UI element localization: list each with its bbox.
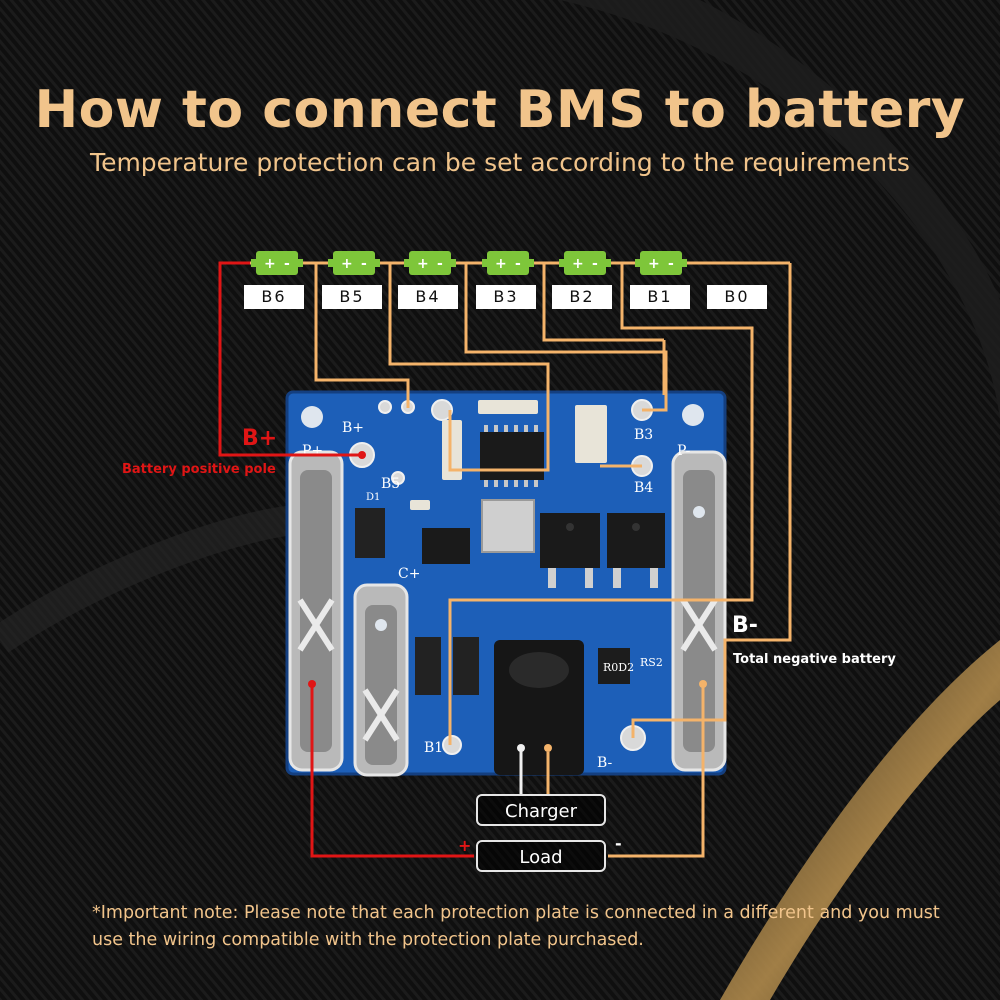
silkscreen-b3: B3	[634, 427, 653, 443]
cell-minus-terminal: -	[361, 256, 367, 272]
battery-cells: +-+-+-+-+-+-	[251, 251, 687, 275]
positive-wires	[218, 261, 474, 858]
silkscreen-b4: B4	[634, 480, 653, 496]
cell-plus-terminal: +	[572, 256, 584, 272]
silkscreen-rs2: RS2	[640, 656, 663, 669]
cell-label-b3: B3	[476, 285, 536, 309]
cell-label-b2: B2	[552, 285, 612, 309]
cell-minus-terminal: -	[515, 256, 521, 272]
battery-cell: +-	[559, 251, 611, 275]
bms-pcb: B+ P+ B5 B3 B4 P- C+ B1 B- R0D2 RS2 D1	[285, 390, 727, 777]
terminal-tab-right	[671, 450, 727, 772]
cell-plus-terminal: +	[341, 256, 353, 272]
cell-label-b4: B4	[398, 285, 458, 309]
battery-positive-label: Battery positive pole	[122, 462, 276, 477]
page-title: How to connect BMS to battery	[34, 80, 966, 140]
cell-plus-terminal: +	[495, 256, 507, 272]
cell-plus-terminal: +	[417, 256, 429, 272]
battery-cell: +-	[482, 251, 534, 275]
b-minus-label: B-	[732, 613, 758, 638]
battery-cell: +-	[328, 251, 380, 275]
silkscreen-d1: D1	[366, 492, 380, 503]
cell-label-b6: B6	[244, 285, 304, 309]
terminal-tab-left	[288, 450, 344, 772]
silkscreen-b-minus: B-	[597, 755, 613, 771]
silkscreen-p-plus: P+	[302, 443, 323, 459]
cell-label-b1: B1	[630, 285, 690, 309]
cell-minus-terminal: -	[284, 256, 290, 272]
cell-plus-terminal: +	[648, 256, 660, 272]
total-negative-label: Total negative battery	[733, 652, 896, 667]
charger-box: Charger	[476, 794, 606, 826]
battery-cell: +-	[404, 251, 456, 275]
cell-minus-terminal: -	[592, 256, 598, 272]
silkscreen-r0d2: R0D2	[603, 661, 634, 674]
cell-label-b5: B5	[322, 285, 382, 309]
important-note: *Important note: Please note that each p…	[92, 903, 940, 950]
silkscreen-b5: B5	[381, 476, 400, 492]
silkscreen-c-plus: C+	[398, 566, 420, 582]
silkscreen-b-plus: B+	[342, 420, 364, 436]
b-plus-label: B+	[242, 426, 278, 451]
load-minus-sign: -	[615, 834, 622, 853]
page-subtitle: Temperature protection can be set accord…	[90, 148, 910, 177]
cell-minus-terminal: -	[437, 256, 443, 272]
cell-plus-terminal: +	[264, 256, 276, 272]
battery-cell: +-	[251, 251, 303, 275]
silkscreen-p-minus: P-	[677, 443, 691, 459]
load-plus-sign: +	[458, 836, 472, 855]
battery-cell: +-	[635, 251, 687, 275]
load-box: Load	[476, 840, 606, 872]
cell-minus-terminal: -	[668, 256, 674, 272]
silkscreen-b1: B1	[424, 740, 443, 756]
terminal-tab-middle	[353, 583, 409, 777]
cell-label-b0: B0	[707, 285, 767, 309]
